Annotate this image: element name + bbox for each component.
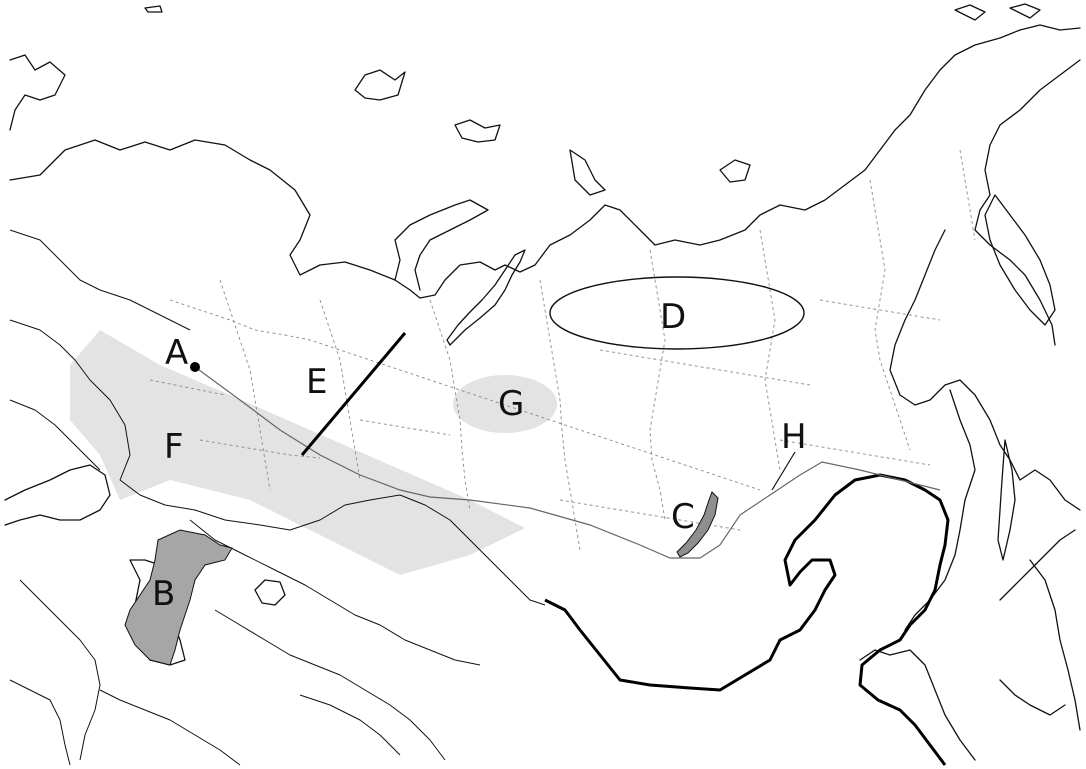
label-f: F [164,427,184,467]
label-c: C [671,497,695,537]
line-e [300,332,407,456]
label-d: D [660,297,686,337]
ellipse-d [549,276,805,350]
mongolia-china-border [544,473,950,766]
label-g: G [498,384,524,424]
railway-line-h [194,366,941,559]
label-a: A [165,333,188,373]
zone-f-shaded-belt [70,330,525,575]
region-b-dark-fill [124,529,233,666]
label-b: B [152,574,175,614]
lake-c-dark-fill [676,491,719,558]
zone-g-shaded-ellipse [453,375,557,433]
point-a-marker [190,362,200,372]
regional-borders [149,149,976,551]
coastlines [4,3,1081,761]
label-h-pointer [771,451,796,491]
country-borders [9,229,546,766]
label-e: E [306,362,327,402]
label-h: H [781,417,807,457]
